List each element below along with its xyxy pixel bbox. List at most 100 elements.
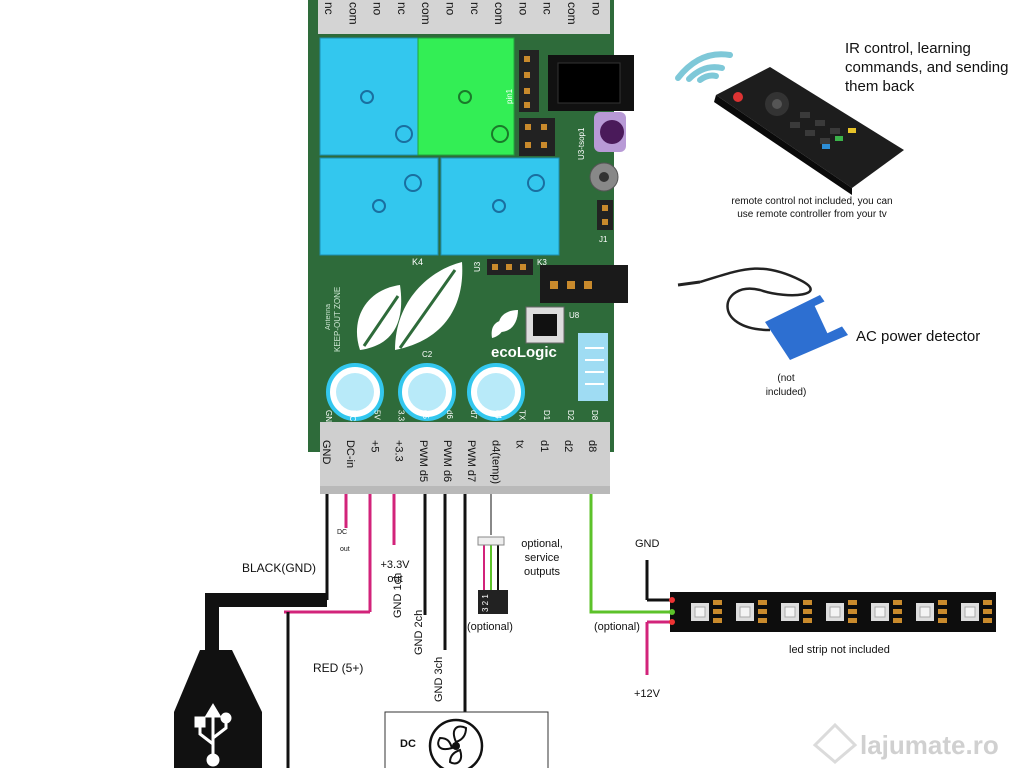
- relay-terminal-label: no: [371, 2, 385, 16]
- silk-label: D8: [590, 410, 599, 421]
- terminal-label: DC-in: [344, 440, 356, 468]
- terminal-label: PWM d7: [465, 440, 477, 482]
- k4-label: K4: [412, 257, 423, 267]
- led-chip: [736, 600, 767, 623]
- relay-terminal-label: no: [444, 2, 458, 16]
- silk-label: D2: [566, 410, 575, 421]
- usb-cable-black: [205, 593, 327, 660]
- v33-out-label: +3.3V out: [380, 559, 410, 585]
- led-strip-note: led strip not included: [789, 644, 890, 656]
- silk-label: DC: [348, 410, 357, 422]
- u8-label: U8: [569, 311, 580, 320]
- ac-detector-icon: [677, 267, 848, 360]
- relay-3-contact-dot: [404, 174, 422, 192]
- relay-terminal-label: nc: [468, 2, 482, 15]
- relay-4: [440, 157, 560, 256]
- silk-label: GND: [324, 410, 333, 428]
- wifi-icon: [675, 51, 733, 83]
- not-included-label: (not included): [765, 373, 807, 398]
- gnd-strip-label: GND: [635, 538, 660, 550]
- led-chip: [826, 600, 857, 623]
- silk-label: 5V: [372, 410, 381, 420]
- k3-label: K3: [537, 258, 547, 267]
- terminal-label: d8: [586, 440, 598, 452]
- j1-label: J1: [599, 235, 608, 244]
- terminal-label: d1: [538, 440, 550, 452]
- ir-receiver-lens: [600, 120, 624, 144]
- silk-label: 3.3: [397, 410, 406, 422]
- capacitor-1: [326, 363, 384, 421]
- usb-plug-icon: [174, 650, 262, 768]
- ac-detector-label: AC power detector: [856, 328, 981, 345]
- optional-service-label: optional, service outputs: [521, 538, 563, 578]
- remote-note: remote control not included, you can use…: [731, 196, 893, 220]
- pin-header-top: [519, 50, 539, 112]
- silk-label: d4: [493, 410, 502, 419]
- led-chip: [781, 600, 812, 623]
- terminal-label: d4(temp): [489, 440, 501, 484]
- relay-terminal-label: com: [492, 2, 506, 25]
- service-connector: [477, 536, 508, 614]
- pin-header-mid: [519, 118, 555, 156]
- fan-icon: [428, 718, 484, 768]
- relay-terminal-label: nc: [541, 2, 555, 15]
- remote-control-icon: [714, 67, 904, 195]
- dc-jack-socket: [557, 62, 621, 104]
- relay-3: [319, 157, 439, 256]
- leaf-logo-icon: [356, 262, 463, 350]
- v12-label: +12V: [634, 688, 660, 700]
- ir-control-label: IR control, learning commands, and sendi…: [845, 40, 1009, 95]
- gnd-2ch-label: GND 2ch: [413, 609, 425, 655]
- led-chips: [691, 600, 992, 623]
- j1-header: [597, 200, 613, 230]
- relay-terminal-label: no: [516, 2, 530, 16]
- watermark: lajumate.ro: [860, 730, 999, 760]
- connector-pins-label: 3 2 1: [481, 594, 490, 612]
- relay-terminal-block: [318, 0, 610, 34]
- relay-terminal-label: com: [346, 2, 360, 25]
- optional-right-label: (optional): [594, 621, 640, 633]
- u3-tsop-label: U3-tsop1: [577, 127, 586, 160]
- led-chip: [961, 600, 992, 623]
- keep-out-zone: KEEP-OUT ZONE: [333, 287, 342, 352]
- watermark-logo-icon: [812, 722, 858, 764]
- terminal-label: PWM d5: [417, 440, 429, 482]
- gnd-3ch-label: GND 3ch: [433, 656, 445, 702]
- relay-terminal-label: nc: [322, 2, 336, 15]
- brand-label: ecoLogic: [491, 344, 557, 361]
- relay-terminal-label: com: [419, 2, 433, 25]
- relay-4-contact-dot: [527, 174, 545, 192]
- silk-label: TX: [518, 410, 527, 421]
- c2-label: C2: [422, 350, 433, 359]
- relay-terminal-label: nc: [395, 2, 409, 15]
- relay-1-contact-dot: [395, 125, 413, 143]
- antenna-label: Antenna: [325, 304, 332, 330]
- relay-1: [319, 37, 419, 156]
- relay-2-contact-dot: [491, 125, 509, 143]
- led-chip: [916, 600, 947, 623]
- terminal-label: +5: [368, 440, 380, 453]
- u3-label: U3: [473, 261, 482, 272]
- silk-label: d5: [421, 410, 430, 419]
- temp-sensor-module: [578, 333, 608, 401]
- terminal-label: GND: [320, 440, 332, 465]
- silk-label: D1: [542, 410, 551, 421]
- gnd-1ch-label: GND 1ch: [392, 572, 404, 618]
- dc-out-label-2: out: [340, 546, 350, 553]
- capacitor-3: [467, 363, 525, 421]
- capacitor-2: [398, 363, 456, 421]
- terminal-label: d2: [562, 440, 574, 452]
- relay-2: [417, 37, 515, 156]
- relay-4-coil-dot: [492, 199, 506, 213]
- relay-2-coil-dot: [458, 90, 472, 104]
- pin1-label: pin1: [505, 88, 514, 104]
- relay-1-coil-dot: [360, 90, 374, 104]
- ecologic-logo-icon: [491, 310, 518, 338]
- terminal-block: [320, 422, 610, 494]
- silk-label: d6: [445, 410, 454, 419]
- fan-dc-label: DC: [400, 738, 416, 750]
- terminal-label: tx: [514, 440, 526, 449]
